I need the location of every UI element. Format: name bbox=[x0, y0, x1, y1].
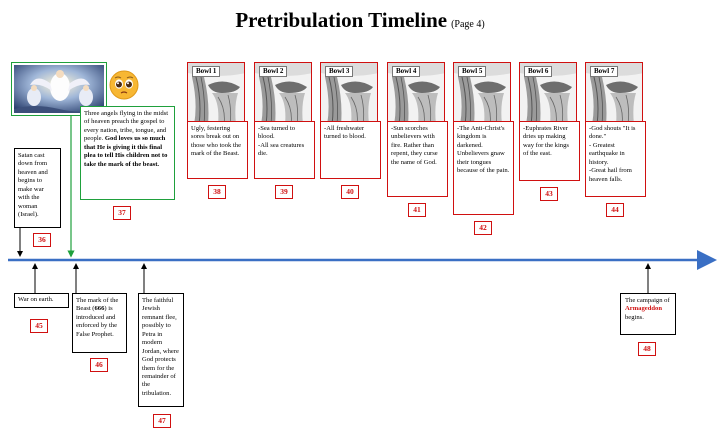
angels-number: 37 bbox=[113, 206, 131, 220]
bowl-label: Bowl 2 bbox=[259, 66, 288, 77]
armageddon-event-box: The campaign of Armageddon begins. bbox=[620, 293, 676, 335]
mark-text-after: ) is introduced and enforced by the Fals… bbox=[76, 305, 118, 338]
remnant-text: The faithful Jewish remnant flee, possib… bbox=[142, 297, 179, 397]
bowl-picture-panel: Bowl 3 bbox=[320, 62, 378, 125]
bowl-text-box: -God shouts "It is done."- Greatest eart… bbox=[585, 121, 646, 197]
bowl-picture-panel: Bowl 7 bbox=[585, 62, 643, 125]
bowl-text-line: -God shouts "It is done." bbox=[589, 125, 636, 141]
bowl-number: 39 bbox=[275, 185, 293, 199]
bowl-text-box: -Sun scorches unbelievers with fire. Rat… bbox=[387, 121, 448, 197]
bowl-text-line: Ugly, festering sores break out on those… bbox=[191, 125, 241, 158]
bowl-number: 42 bbox=[474, 221, 492, 235]
bowl-label: Bowl 3 bbox=[325, 66, 354, 77]
bowl-text-box: -Euphrates River dries up making way for… bbox=[519, 121, 580, 181]
mark-event-box: The mark of the Beast (666) is introduce… bbox=[72, 293, 127, 353]
angels-event-box: Three angels flying in the midst of heav… bbox=[80, 106, 175, 200]
satan-number: 36 bbox=[33, 233, 51, 247]
bowl-text-line: -Great hail from heaven falls. bbox=[589, 167, 632, 183]
pleading-face-emoji-icon bbox=[108, 69, 140, 101]
satan-text: Satan cast down from heaven and begins t… bbox=[18, 152, 48, 219]
bowl-text-line: -All sea creatures die. bbox=[258, 141, 305, 158]
bowl-label: Bowl 7 bbox=[590, 66, 619, 77]
angels-picture-icon bbox=[11, 62, 107, 116]
bowl-number: 43 bbox=[540, 187, 558, 201]
bowl-text-line: -All freshwater turned to blood. bbox=[324, 125, 366, 141]
satan-event-box: Satan cast down from heaven and begins t… bbox=[14, 148, 61, 228]
bowl-picture-panel: Bowl 2 bbox=[254, 62, 312, 125]
bowl-label: Bowl 5 bbox=[458, 66, 487, 77]
bowl-number: 38 bbox=[208, 185, 226, 199]
bowl-number: 44 bbox=[606, 203, 624, 217]
war-number: 45 bbox=[30, 319, 48, 333]
bowl-text-line: -Euphrates River dries up making way for… bbox=[523, 125, 569, 158]
remnant-number: 47 bbox=[153, 414, 171, 428]
bowl-text-box: Ugly, festering sores break out on those… bbox=[187, 121, 248, 179]
angels-text-bold: God loves us so much that He is giving i… bbox=[84, 135, 168, 168]
bowl-text-box: -All freshwater turned to blood. bbox=[320, 121, 381, 179]
armageddon-number: 48 bbox=[638, 342, 656, 356]
war-text: War on earth. bbox=[18, 296, 54, 303]
mark-text-bold: 666 bbox=[94, 305, 105, 313]
armageddon-text-after: begins. bbox=[625, 313, 644, 321]
bowl-text-box: -Sea turned to blood.-All sea creatures … bbox=[254, 121, 315, 179]
remnant-event-box: The faithful Jewish remnant flee, possib… bbox=[138, 293, 184, 407]
bowl-text-line: - Greatest earthquake in history. bbox=[589, 141, 625, 166]
bowl-label: Bowl 1 bbox=[192, 66, 221, 77]
bowl-text-line: -The Anti-Christ's kingdom is darkened. … bbox=[457, 125, 510, 175]
armageddon-text-before: The campaign of bbox=[625, 297, 670, 304]
bowl-label: Bowl 6 bbox=[524, 66, 553, 77]
bowl-text-box: -The Anti-Christ's kingdom is darkened. … bbox=[453, 121, 514, 215]
title-main: Pretribulation Timeline bbox=[235, 8, 448, 32]
armageddon-text-red: Armageddon bbox=[625, 305, 662, 313]
bowl-picture-panel: Bowl 1 bbox=[187, 62, 245, 125]
angels-text-plain: Three angels flying in the midst of heav… bbox=[84, 110, 169, 143]
page-title: Pretribulation Timeline (Page 4) bbox=[0, 8, 720, 33]
bowl-picture-panel: Bowl 4 bbox=[387, 62, 445, 125]
bowl-picture-panel: Bowl 5 bbox=[453, 62, 511, 125]
bowl-text-line: -Sea turned to blood. bbox=[258, 125, 295, 141]
bowl-text-line: -Sun scorches unbelievers with fire. Rat… bbox=[391, 125, 438, 166]
bowl-number: 40 bbox=[341, 185, 359, 199]
war-event-box: War on earth. bbox=[14, 293, 69, 308]
bowl-label: Bowl 4 bbox=[392, 66, 421, 77]
title-page-number: (Page 4) bbox=[451, 19, 485, 30]
bowl-picture-panel: Bowl 6 bbox=[519, 62, 577, 125]
mark-text-before: The mark of the Beast ( bbox=[76, 297, 119, 313]
mark-number: 46 bbox=[90, 358, 108, 372]
bowl-number: 41 bbox=[408, 203, 426, 217]
